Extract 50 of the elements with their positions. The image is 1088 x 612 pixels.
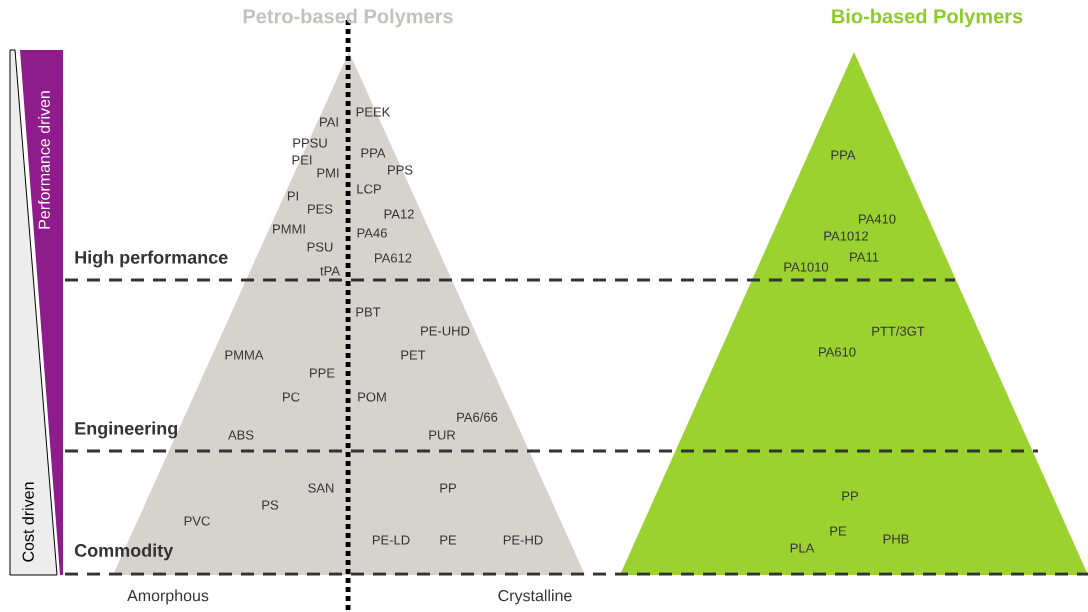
polymer-label: PA1012 <box>824 231 868 241</box>
pyramid <box>620 52 1088 575</box>
polymer-label: PPE <box>310 368 335 378</box>
band-label: Engineering <box>75 421 177 439</box>
polymer-label: SAN <box>308 483 334 493</box>
polymer-label: PAI <box>320 117 338 127</box>
heading: Bio-based Polymers <box>832 8 1023 28</box>
polymer-label: PBT <box>356 307 381 317</box>
polymer-label: PC <box>283 392 300 402</box>
polymer-label: PE-HD <box>503 535 543 545</box>
polymer-label: PSU <box>307 242 333 252</box>
polymer-label: PP <box>842 491 858 501</box>
band-label: Commodity <box>74 543 174 561</box>
polymer-label: PLA <box>790 543 815 553</box>
polymer-label: PES <box>308 204 333 214</box>
polymer-label: PA1010 <box>784 262 829 272</box>
polymer-label: PPA <box>361 148 386 158</box>
polymer-label: PEI <box>292 155 312 165</box>
polymer-label: PA11 <box>850 252 879 262</box>
polymer-label: LCP <box>357 184 381 194</box>
polymer-label: PA12 <box>384 209 414 219</box>
heading: Petro-based Polymers <box>243 8 453 28</box>
polymer-label: PET <box>401 350 426 360</box>
polymer-label: PA46 <box>357 228 387 238</box>
polymer-label: PPA <box>831 150 856 160</box>
polymer-label: PHB <box>883 534 909 544</box>
polymer-label: PA612 <box>375 253 412 263</box>
polymer-label: ABS <box>228 430 254 440</box>
polymer-label: PA410 <box>859 214 896 224</box>
polymer-label: PMMA <box>225 350 264 360</box>
polymer-label: PE-LD <box>372 535 410 545</box>
polymer-label: PI <box>287 191 298 201</box>
polymer-label: tPA <box>320 266 340 276</box>
polymer-label: PPSU <box>293 138 327 148</box>
polymer-label: PA610 <box>819 347 856 357</box>
polymer-label: PEEK <box>356 107 391 117</box>
polymer-label: PA6/66 <box>457 412 498 422</box>
polymer-label: PE <box>440 535 457 545</box>
polymer-label: PUR <box>429 430 456 440</box>
polymer-label: PTT/3GT <box>872 326 925 336</box>
polymer-label: PMMI <box>273 224 305 234</box>
polymer-label: PMI <box>317 168 339 178</box>
polymer-label: PE <box>830 526 847 536</box>
polymer-label: PP <box>440 483 456 493</box>
polymer-label: POM <box>358 392 386 402</box>
polymer-label: PPS <box>388 165 413 175</box>
polymer-label: PVC <box>184 516 210 526</box>
polymer-label: PE-UHD <box>421 326 470 336</box>
band-label: High performance <box>75 250 228 268</box>
polymer-label: PS <box>262 500 279 510</box>
